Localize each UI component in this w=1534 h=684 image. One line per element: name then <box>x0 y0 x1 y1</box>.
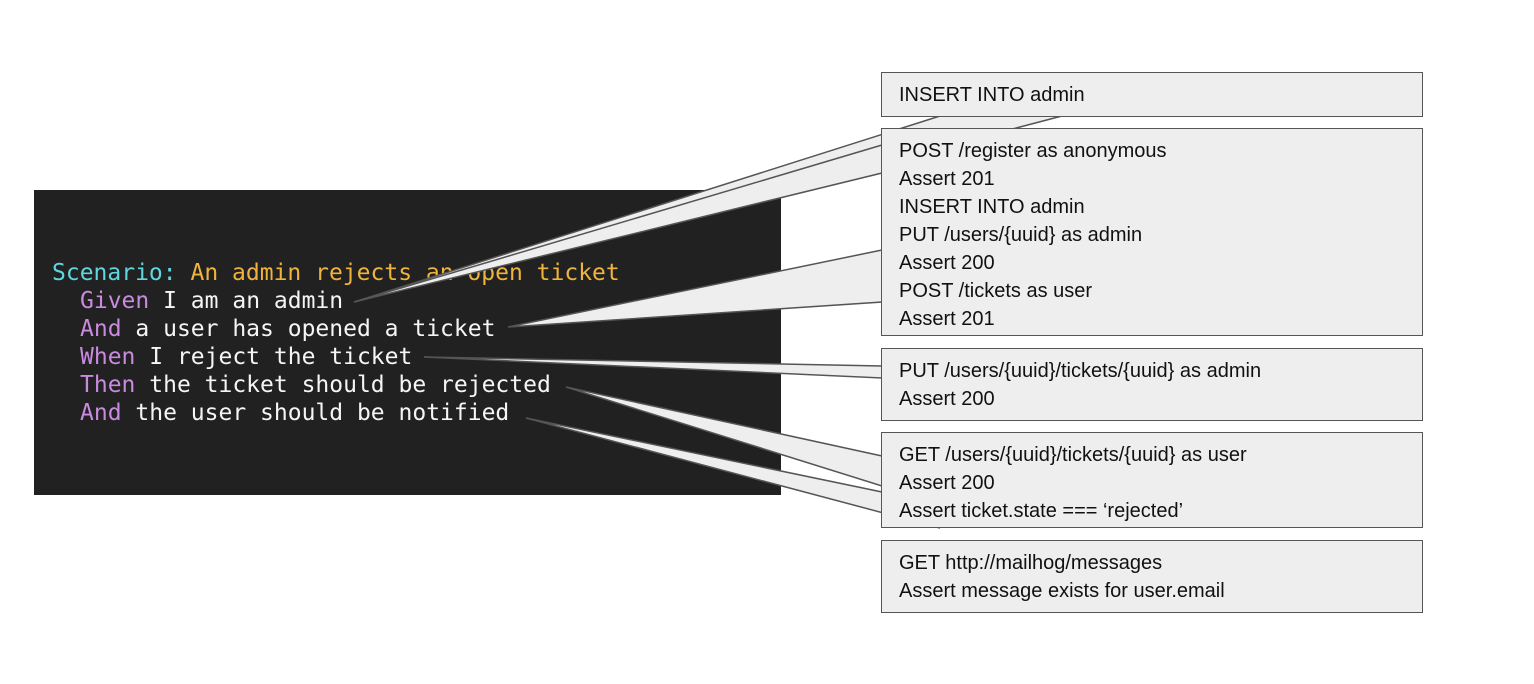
callout-box-given: INSERT INTO admin <box>881 72 1423 117</box>
step-line-and-2: And the user should be notified <box>80 399 509 427</box>
step-line-then: Then the ticket should be rejected <box>80 371 551 399</box>
step-text: I am an admin <box>163 288 344 314</box>
callout-box-then: GET /users/{uuid}/tickets/{uuid} as user… <box>881 432 1423 528</box>
box-line: INSERT INTO admin <box>899 84 1085 106</box>
box-line: GET http://mailhog/messages <box>899 552 1163 574</box>
step-keyword: Given <box>80 288 150 314</box>
box-line: Assert 201 <box>899 308 995 330</box>
callout-box-notified: GET http://mailhog/messages Assert messa… <box>881 540 1423 613</box>
box-line: GET /users/{uuid}/tickets/{uuid} as user <box>899 444 1247 466</box>
box-line: Assert 200 <box>899 388 995 410</box>
box-line: PUT /users/{uuid}/tickets/{uuid} as admi… <box>899 360 1262 382</box>
box-line: POST /tickets as user <box>899 280 1093 302</box>
step-text: the ticket should be rejected <box>149 372 551 398</box>
box-line: Assert 201 <box>899 168 995 190</box>
step-keyword: Then <box>80 372 136 398</box>
step-line-when: When I reject the ticket <box>80 343 412 371</box>
callout-box-user-opened-ticket: POST /register as anonymous Assert 201 I… <box>881 128 1423 336</box>
step-line-and-1: And a user has opened a ticket <box>80 315 495 343</box>
scenario-title: An admin rejects an open ticket <box>190 260 620 286</box>
box-line: PUT /users/{uuid} as admin <box>899 224 1143 246</box>
box-line: Assert 200 <box>899 472 995 494</box>
callout-box-when: PUT /users/{uuid}/tickets/{uuid} as admi… <box>881 348 1423 421</box>
step-keyword: And <box>80 316 122 342</box>
step-text: the user should be notified <box>135 400 510 426</box>
box-line: Assert message exists for user.email <box>899 580 1225 602</box>
step-keyword: When <box>80 344 136 370</box>
gherkin-code-panel: Scenario: An admin rejects an open ticke… <box>34 190 781 495</box>
scenario-line: Scenario: An admin rejects an open ticke… <box>52 259 620 287</box>
box-line: POST /register as anonymous <box>899 140 1167 162</box>
scenario-keyword: Scenario: <box>52 260 177 286</box>
step-text: I reject the ticket <box>149 344 413 370</box>
step-keyword: And <box>80 400 122 426</box>
box-line: Assert ticket.state === ‘rejected’ <box>899 500 1184 522</box>
box-line: INSERT INTO admin <box>899 196 1085 218</box>
step-line-given: Given I am an admin <box>80 287 343 315</box>
step-text: a user has opened a ticket <box>135 316 496 342</box>
box-line: Assert 200 <box>899 252 995 274</box>
